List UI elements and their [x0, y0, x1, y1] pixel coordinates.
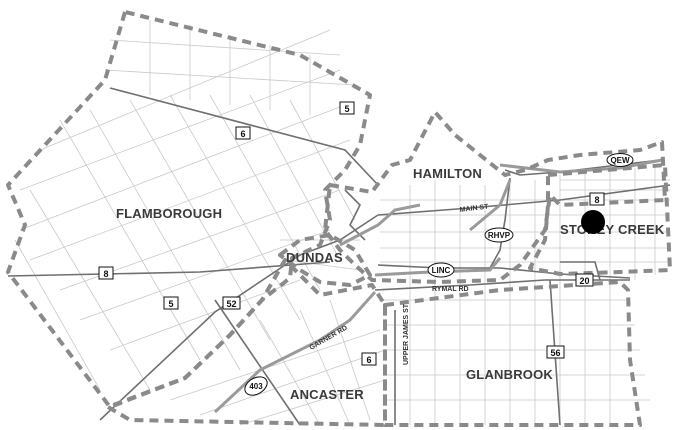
- highway-8-shield: 8: [98, 266, 114, 280]
- highway-6-shield: 6: [235, 126, 251, 140]
- label-rymal-rd: RYMAL RD: [432, 286, 469, 293]
- boundary-flamborough: [6, 10, 372, 409]
- svg-text:52: 52: [226, 299, 236, 309]
- label-flamborough: FLAMBOROUGH: [116, 206, 222, 221]
- label-stoney-creek: STONEY CREEK: [560, 222, 665, 237]
- location-marker: [581, 210, 605, 234]
- svg-text:20: 20: [579, 276, 589, 286]
- svg-text:56: 56: [550, 348, 560, 358]
- municipal-boundaries: [6, 10, 672, 427]
- boundary-stoney-creek: [528, 163, 672, 276]
- highway-403-label: 403: [244, 376, 268, 396]
- svg-text:QEW: QEW: [610, 156, 630, 165]
- svg-text:6: 6: [240, 129, 245, 139]
- boundary-glanbrook: [383, 280, 642, 427]
- svg-text:8: 8: [594, 195, 599, 205]
- boundary-ancaster: [106, 258, 387, 427]
- label-main-st: MAIN ST: [459, 203, 489, 214]
- label-dundas: DUNDAS: [286, 250, 343, 265]
- linc-label: LINC: [427, 262, 455, 278]
- highway-8-shield-east: 8: [589, 192, 605, 206]
- highway-5-shield-south: 5: [163, 296, 179, 310]
- highway-6-shield-south: 6: [361, 352, 377, 366]
- svg-text:5: 5: [168, 299, 173, 309]
- svg-text:6: 6: [366, 355, 371, 365]
- svg-text:8: 8: [103, 269, 108, 279]
- local-road-grid: [14, 20, 670, 426]
- region-labels: FLAMBOROUGH HAMILTON DUNDAS STONEY CREEK…: [116, 166, 665, 402]
- label-ancaster: ANCASTER: [290, 387, 364, 402]
- highway-52-shield: 52: [222, 296, 241, 310]
- svg-text:403: 403: [249, 382, 263, 391]
- svg-text:5: 5: [344, 104, 349, 114]
- boundary-dundas: [278, 233, 372, 287]
- highway-56-shield: 56: [546, 345, 565, 359]
- label-upper-james-st: UPPER JAMES ST: [403, 303, 410, 365]
- label-hamilton: HAMILTON: [413, 166, 482, 181]
- svg-text:RHVP: RHVP: [488, 231, 511, 240]
- svg-text:LINC: LINC: [432, 266, 451, 275]
- label-glanbrook: GLANBROOK: [466, 367, 553, 382]
- highway-shields: 5 6 8 5 52 6 8 20: [98, 101, 605, 366]
- highway-5-shield: 5: [339, 101, 355, 115]
- highway-20-shield: 20: [575, 273, 594, 287]
- qew-label: QEW: [606, 153, 634, 167]
- boundary-hamilton: [323, 110, 667, 284]
- rhvp-label: RHVP: [484, 227, 514, 243]
- expressway-labels: QEW RHVP LINC 403: [244, 153, 634, 396]
- highways: [213, 158, 663, 414]
